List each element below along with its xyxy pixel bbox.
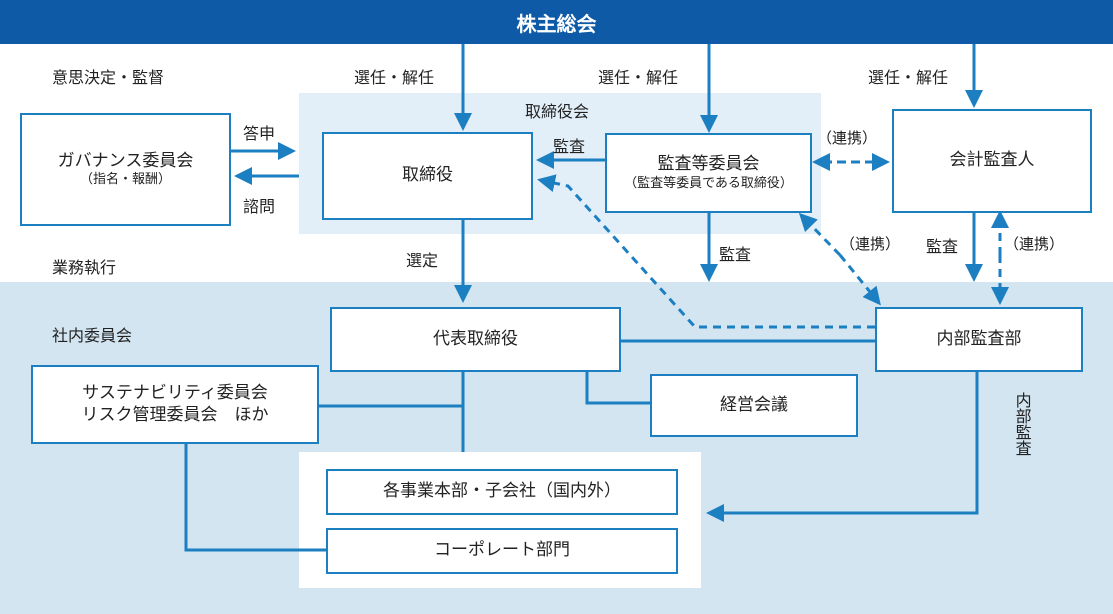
shareholders-meeting-header: 株主総会 <box>0 0 1113 44</box>
management-meeting-box: 経営会議 <box>650 374 858 437</box>
audit-label-directors: 監査 <box>553 137 586 156</box>
audit-committee-title: 監査等委員会 <box>657 154 760 175</box>
elect-label-2: 選任・解任 <box>598 68 679 87</box>
sustainability-line2: リスク管理委員会 ほか <box>81 404 269 425</box>
section-decision-label: 意思決定・監督 <box>52 68 165 87</box>
board-group-label: 取締役会 <box>525 102 590 121</box>
directors-title: 取締役 <box>402 165 453 186</box>
sustainability-committee-box: サステナビリティ委員会 リスク管理委員会 ほか <box>31 365 319 444</box>
dashed-link-audit-internal-b <box>798 212 842 257</box>
corporate-division-box: コーポレート部門 <box>326 528 678 574</box>
governance-committee-box: ガバナンス委員会 （指名・報酬） <box>20 113 231 226</box>
elect-label-3: 選任・解任 <box>868 68 949 87</box>
dashed-link-audit-internal-a <box>838 254 881 306</box>
dashed-internal-to-directors <box>537 174 875 329</box>
business-units-box: 各事業本部・子会社（国内外） <box>326 469 678 515</box>
report-label: 答申 <box>243 124 276 143</box>
section-execution-label: 業務執行 <box>52 258 117 277</box>
header-title: 株主総会 <box>516 11 597 36</box>
internal-audit-title: 内部監査部 <box>936 328 1022 349</box>
link-label-2: （連携） <box>840 235 901 253</box>
internal-audit-arrow <box>706 372 979 522</box>
select-label: 選定 <box>406 251 439 270</box>
audit-label-right: 監査 <box>926 237 959 256</box>
governance-committee-sub: （指名・報酬） <box>79 172 171 187</box>
link-label-3: （連携） <box>1004 235 1065 253</box>
elect-label-1: 選任・解任 <box>354 68 435 87</box>
business-units-title: 各事業本部・子会社（国内外） <box>383 481 621 502</box>
rep-to-meeting-line <box>585 372 650 405</box>
link-label-1: （連携） <box>817 129 878 147</box>
representative-director-title: 代表取締役 <box>433 328 518 349</box>
audit-label-down: 監査 <box>719 245 752 264</box>
committee-to-corporate-line <box>184 444 329 552</box>
internal-audit-box: 内部監査部 <box>875 307 1083 372</box>
accounting-auditor-box: 会計監査人 <box>892 109 1092 213</box>
corporate-division-title: コーポレート部門 <box>434 540 570 561</box>
audit-committee-box: 監査等委員会 （監査等委員である取締役） <box>605 133 812 213</box>
governance-committee-title: ガバナンス委員会 <box>57 150 194 171</box>
audit-committee-sub: （監査等委員である取締役） <box>624 175 793 191</box>
sustainability-line1: サステナビリティ委員会 <box>82 383 268 404</box>
internal-audit-vertical-label: 内部監査 <box>1012 392 1032 456</box>
directors-box: 取締役 <box>322 132 533 220</box>
consult-label: 諮問 <box>243 197 276 216</box>
section-committees-label: 社内委員会 <box>52 326 133 345</box>
representative-director-box: 代表取締役 <box>330 307 621 372</box>
management-meeting-title: 経営会議 <box>720 394 788 415</box>
accounting-auditor-title: 会計監査人 <box>949 150 1035 171</box>
